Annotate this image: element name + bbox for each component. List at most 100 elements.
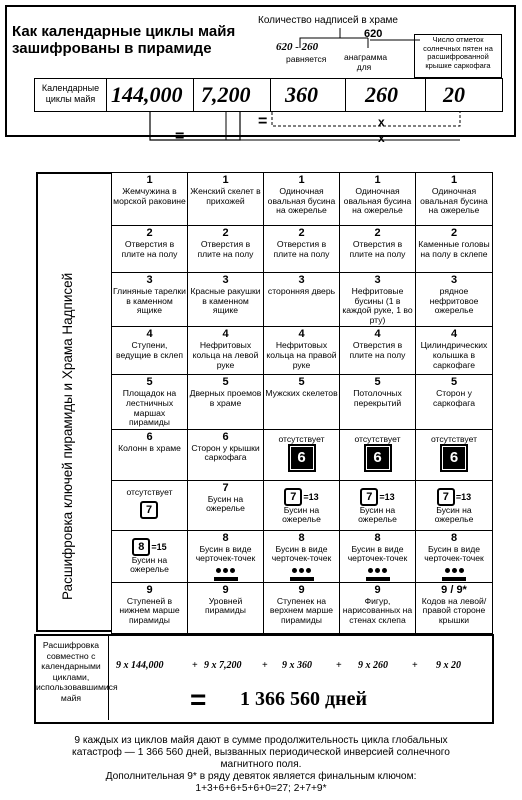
cell-number: 8 — [450, 531, 458, 544]
bottom-label: Расшифровка совместно с календарными цик… — [36, 640, 118, 703]
cell-number: 4 — [298, 328, 305, 341]
cell-text: отсутствует — [278, 433, 325, 444]
glyph-equals: =15 — [151, 541, 167, 552]
plus-sign: + — [192, 660, 198, 671]
cell-number: 4 — [450, 328, 458, 341]
glyph-row: 8=15 — [113, 537, 186, 556]
eq-sign-1: = — [175, 128, 185, 145]
cell-number: 7 — [222, 481, 229, 494]
value-divider — [425, 79, 426, 111]
glyph-row: 7=13 — [265, 487, 338, 506]
cell-text: Ступени, ведущие в склеп — [116, 340, 183, 360]
cell-text: Отверстия в плите на полу — [197, 239, 254, 259]
glyph-six-icon: 6 — [363, 444, 392, 473]
cell-number: 4 — [146, 328, 153, 341]
side-label-box — [36, 172, 111, 632]
cell-text: Нефритовые бусины (1 в каждой руке, 1 во… — [342, 286, 413, 325]
cell-number: 5 — [146, 376, 153, 389]
glyph-number-icon: 7 — [140, 501, 158, 520]
title-line-1: Как календарные циклы майя — [12, 23, 236, 40]
term-260: 9 x 260 — [358, 660, 388, 671]
cell-number: 4 — [374, 328, 381, 341]
glyph-row: 7=13 — [341, 487, 414, 506]
cell-number: 1 — [222, 174, 229, 186]
cell-number: 9 — [298, 583, 305, 596]
cell-number: 9 — [374, 583, 381, 596]
glyph-equals: =13 — [379, 491, 395, 502]
cell-number: 5 — [450, 376, 458, 389]
inscriptions-label: Количество надписей в храме — [258, 15, 398, 26]
result-value: 1 366 560 дней — [240, 688, 368, 710]
cell-text: Глиняные тарелки в каменном ящике — [113, 286, 186, 316]
cell-text: Одиночная овальная бусина на ожерелье — [343, 186, 412, 216]
cell-text: отсутствует — [430, 433, 478, 444]
equals-formula: 620 - 260 — [276, 41, 319, 53]
bottom-divider — [108, 636, 109, 720]
cell-text: Дверных проемов в храме — [189, 388, 262, 408]
cell-text: Отверстия в плите на полу — [349, 340, 406, 360]
value-7200: 7,200 — [201, 82, 251, 107]
cell-number: 3 — [374, 274, 381, 286]
cell-number: 5 — [374, 376, 381, 389]
lid-note-box: Число отметок солнечных пятен на расшифр… — [414, 34, 502, 78]
cell-number: 9 / 9* — [441, 583, 467, 596]
cell-number: 3 — [450, 274, 458, 286]
plus-sign: + — [262, 660, 268, 671]
page-title: Как календарные циклы майя зашифрованы в… — [12, 23, 252, 57]
footer-line-5: 1+3+6+6+5+6+0=27; 2+7+9* — [195, 783, 327, 794]
cell-number: 3 — [298, 274, 305, 286]
glyph-number-icon: 7 — [360, 487, 379, 506]
cell-text: Уровней пирамиды — [205, 595, 246, 616]
cell-number: 8 — [298, 531, 305, 544]
footer-line-1: 9 каждых из циклов майя дают в сумме про… — [74, 735, 448, 746]
value-divider — [193, 79, 194, 111]
cell-text: Потолочных перекрытий — [353, 388, 402, 408]
bottom-panel — [34, 634, 494, 724]
cell-number: 9 — [222, 583, 229, 596]
eq-sign-2: = — [258, 113, 268, 130]
cell-text: отсутствует — [354, 433, 401, 444]
cell-number: 6 — [222, 430, 229, 443]
value-divider — [270, 79, 271, 111]
cell-text: Бусин в виде черточек-точек — [195, 543, 256, 564]
footer-line-4: Дополнительная 9* в ряду девяток являетс… — [105, 771, 417, 782]
cell-text: Красные ракушки в каменном ящике — [190, 286, 261, 316]
cell-number: 2 — [146, 227, 153, 239]
inscriptions-total: 620 — [364, 28, 383, 40]
glyph-number-icon: 7 — [284, 487, 303, 506]
result-eq: = — [190, 684, 207, 715]
values-row: Календарные циклы майя 144,000 7,200 360… — [34, 78, 503, 112]
cell-text: Площадок на лестничных маршах пирамиды — [122, 388, 177, 428]
cell-text: Бусин в виде черточек-точек — [271, 543, 332, 564]
glyph-six-icon: 6 — [440, 444, 468, 473]
title-line-2: зашифрованы в пирамиде — [12, 40, 212, 57]
glyph-six-icon: 6 — [287, 444, 316, 473]
cell-text: Бусин на ожерелье — [130, 554, 169, 575]
cell-text: Мужских скелетов — [265, 388, 338, 399]
term-360: 9 x 360 — [282, 660, 312, 671]
cell-text: Ступеней в нижнем марше пирамиды — [119, 595, 180, 625]
